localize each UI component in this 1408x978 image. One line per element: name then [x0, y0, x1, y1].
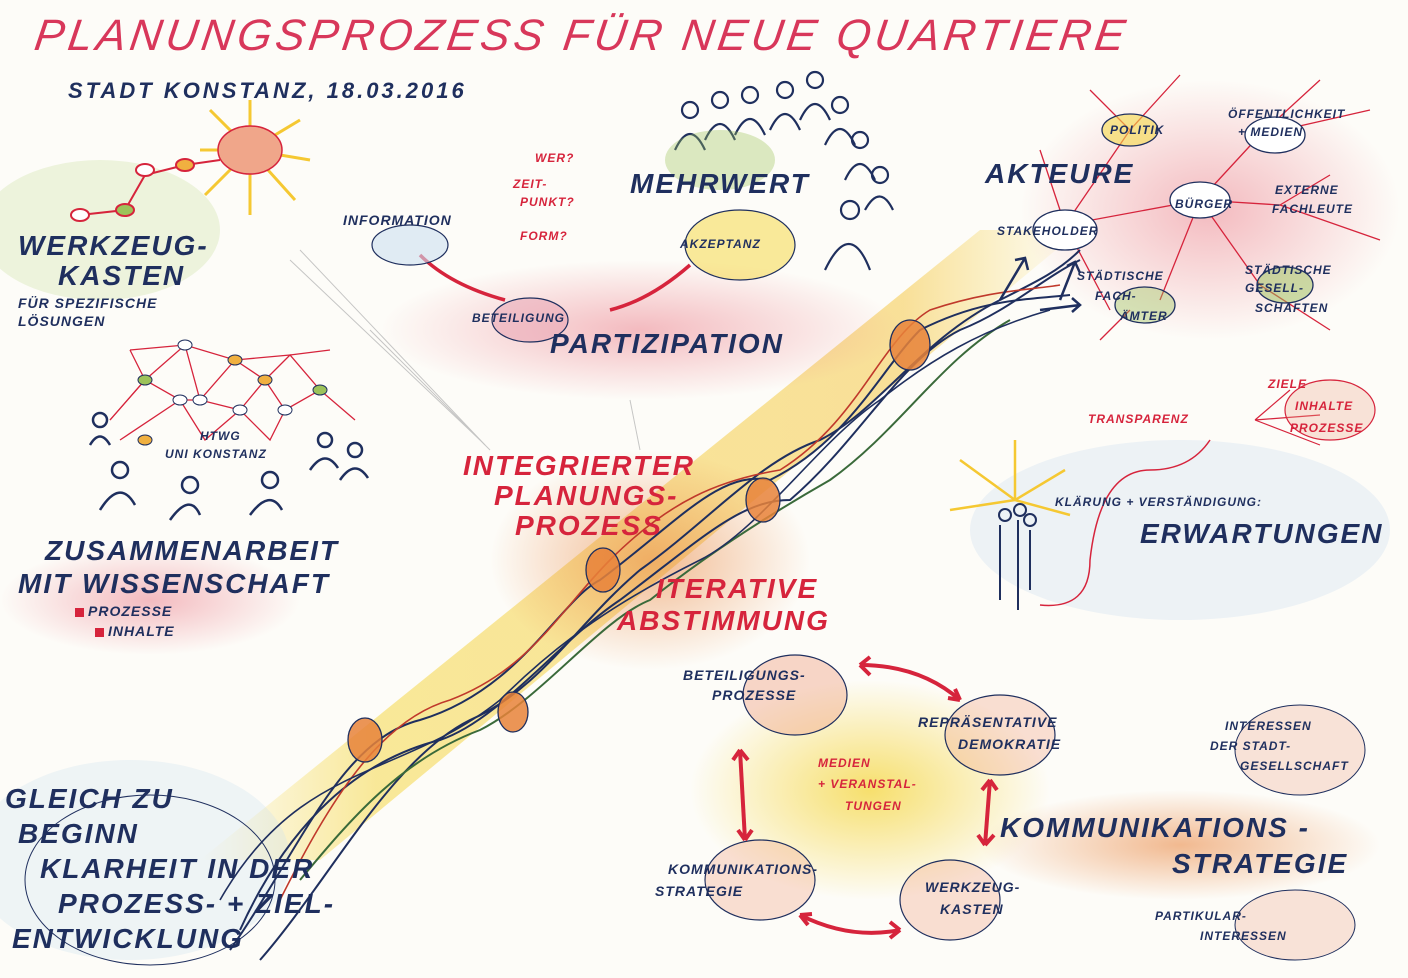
transparenz-lines — [1254, 379, 1376, 446]
question-punkt: PUNKT? — [520, 195, 575, 209]
science-people — [88, 411, 370, 521]
interessen-1: INTERESSEN — [1225, 719, 1312, 733]
akzeptanz-bubble — [684, 209, 796, 281]
zusammenarbeit-wash — [0, 545, 300, 655]
cycle-beteiligung-1: BETEILIGUNGS- — [683, 667, 806, 683]
beteiligung-bubble — [491, 297, 569, 343]
beginn-1: GLEICH ZU — [5, 783, 174, 814]
transparenz-inhalte: INHALTE — [1295, 399, 1354, 413]
partikular-bubble — [1234, 889, 1356, 961]
akteure-gesell-3: SCHAFTEN — [1255, 301, 1329, 315]
cycle-medien-2: + VERANSTAL- — [818, 777, 917, 791]
akteure-staedtische-3: ÄMTER — [1120, 309, 1168, 323]
science-network — [109, 339, 356, 446]
akteure-staedtische-1: STÄDTISCHE — [1077, 269, 1164, 283]
cycle-komm-1: KOMMUNIKATIONS- — [668, 861, 819, 877]
akteure-externe-1: EXTERNE — [1275, 183, 1339, 197]
strategie-title-1: KOMMUNIKATIONS - — [1000, 812, 1310, 843]
sun-icon — [200, 100, 311, 215]
beteiligung-label: BETEILIGUNG — [472, 311, 566, 325]
klaerung-label: KLÄRUNG + VERSTÄNDIGUNG: — [1055, 495, 1263, 509]
akteure-politik: POLITIK — [1110, 123, 1165, 137]
cycle-beteiligung-2: PROZESSE — [712, 687, 797, 703]
strategie-wash — [980, 790, 1380, 900]
iterative-title-2: ABSTIMMUNG — [617, 605, 830, 636]
iterative-title-1: ITERATIVE — [656, 573, 819, 604]
akteure-stakeholder: STAKEHOLDER — [997, 224, 1099, 238]
page-subtitle: STADT KONSTANZ, 18.03.2016 — [68, 78, 467, 103]
center-wash — [490, 450, 810, 670]
akteure-network — [1032, 74, 1381, 341]
akteure-oeffentlichkeit-2: + MEDIEN — [1238, 125, 1304, 139]
strategie-title-2: STRATEGIE — [1172, 848, 1349, 879]
person-with-sun-icon — [949, 439, 1211, 610]
werkzeug-sub-1: FÜR SPEZIFISCHE — [18, 295, 158, 311]
center-title-1: INTEGRIERTER — [463, 450, 695, 481]
transparenz-prozesse: PROZESSE — [1290, 421, 1364, 435]
akteure-gesell-2: GESELL- — [1245, 281, 1305, 295]
beginn-wash — [0, 760, 290, 960]
network-label-uni: UNI KONSTANZ — [165, 447, 267, 461]
beginn-5: ENTWICKLUNG — [12, 923, 244, 954]
path-to-sun — [70, 158, 221, 222]
erwartungen-title: ERWARTUNGEN — [1140, 518, 1384, 549]
page-title: PLANUNGSPROZESS FÜR NEUE QUARTIERE — [31, 11, 1133, 60]
beginn-bubble — [24, 794, 276, 966]
akteure-externe-2: FACHLEUTE — [1272, 202, 1353, 216]
beginn-4: PROZESS- + ZIEL- — [58, 888, 336, 919]
werkzeug-sub-2: LÖSUNGEN — [18, 313, 106, 329]
mehrwert-label: MEHRWERT — [630, 168, 810, 199]
werkzeug-wash — [0, 160, 220, 300]
werkzeug-title-2: KASTEN — [58, 260, 186, 291]
question-form: FORM? — [520, 229, 568, 243]
akteure-title: AKTEURE — [985, 158, 1135, 189]
partizipation-wash — [380, 260, 900, 400]
partikular-2: INTERESSEN — [1200, 929, 1287, 943]
cycle-medien-3: TUNGEN — [845, 799, 902, 813]
cycle-repr-1: REPRÄSENTATIVE — [918, 714, 1058, 730]
werkzeug-title-1: WERKZEUG- — [18, 230, 209, 261]
beginn-3: KLARHEIT IN DER — [40, 853, 315, 884]
cycle-repr-2: DEMOKRATIE — [958, 736, 1062, 752]
focus-rays — [289, 249, 641, 451]
cycle-werk-1: WERKZEUG- — [925, 879, 1021, 895]
cycle-medien-1: MEDIEN — [818, 756, 871, 770]
network-label-htwg: HTWG — [200, 429, 241, 443]
akzeptanz-label: AKZEPTANZ — [680, 237, 761, 251]
beginn-2: BEGINN — [18, 818, 139, 849]
zusammenarbeit-bullet-prozesse: PROZESSE — [75, 604, 172, 618]
cycle-wash — [690, 680, 1050, 900]
cycle-komm-2: STRATEGIE — [655, 883, 744, 899]
akteure-buerger: BÜRGER — [1175, 197, 1234, 211]
cycle-werk-2: KASTEN — [940, 901, 1004, 917]
transparenz-label: TRANSPARENZ — [1088, 412, 1189, 426]
question-wer: WER? — [535, 151, 575, 165]
zusammenarbeit-bullet-inhalte: INHALTE — [95, 624, 175, 638]
erwartungen-wash — [970, 440, 1390, 620]
information-label: INFORMATION — [343, 212, 452, 228]
interessen-3: GESELLSCHAFT — [1240, 759, 1349, 773]
zusammenarbeit-title-1: ZUSAMMENARBEIT — [45, 535, 339, 566]
information-bubble — [371, 224, 449, 266]
center-title-3: PROZESS — [515, 510, 663, 541]
interessen-2: DER STADT- — [1210, 739, 1292, 753]
akteure-oeffentlichkeit-1: ÖFFENTLICHKEIT — [1228, 107, 1346, 121]
question-zeit: ZEIT- — [513, 177, 548, 191]
partizipation-title: PARTIZIPATION — [550, 328, 784, 359]
center-title-2: PLANUNGS- — [494, 480, 679, 511]
akteure-staedtische-2: FACH- — [1095, 289, 1137, 303]
transparenz-ziele: ZIELE — [1268, 377, 1308, 391]
iteration-nodes — [347, 319, 931, 763]
crowd-icon — [665, 70, 894, 271]
cycle-diagram — [704, 654, 1056, 941]
akteure-gesell-1: STÄDTISCHE — [1245, 263, 1332, 277]
interessen-bubble — [1234, 704, 1366, 796]
partikular-1: PARTIKULAR- — [1155, 909, 1247, 923]
zusammenarbeit-title-2: MIT WISSENSCHAFT — [18, 568, 330, 599]
arrows-to-akteure — [998, 256, 1082, 313]
